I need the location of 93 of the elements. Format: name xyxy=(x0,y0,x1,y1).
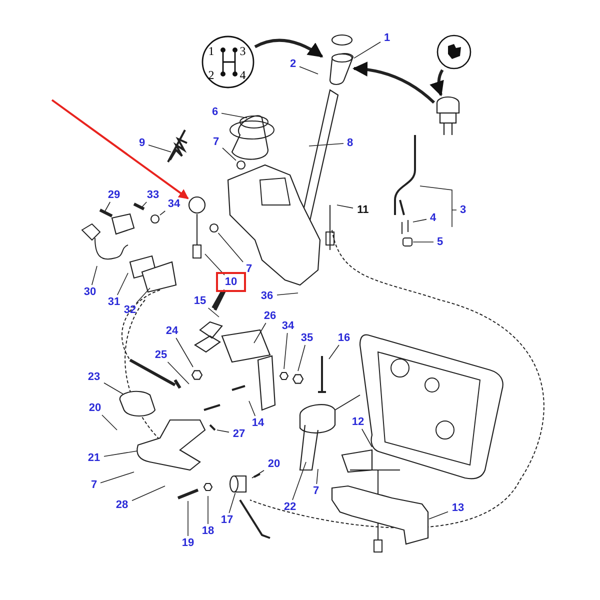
ball-joint xyxy=(188,196,206,214)
callout-number: 34 xyxy=(164,197,184,211)
callout-number: 2 xyxy=(286,57,300,71)
gear-pattern-symbol xyxy=(201,35,255,89)
callout-number: 17 xyxy=(217,513,237,527)
leader-line xyxy=(104,202,110,214)
leader-line xyxy=(354,42,381,59)
callout-number: 14 xyxy=(248,416,268,430)
leader-line xyxy=(132,486,166,501)
callout-number: 28 xyxy=(112,498,132,512)
leader-line xyxy=(102,414,118,430)
leader-line xyxy=(276,292,298,296)
callout-number: 25 xyxy=(151,348,171,362)
switch-symbol xyxy=(436,34,472,70)
callout-number: 24 xyxy=(162,324,182,338)
callout-number: 21 xyxy=(84,451,104,465)
leader-line xyxy=(104,450,138,457)
sleeve xyxy=(229,475,247,493)
callout-number: 6 xyxy=(208,105,222,119)
leader-line xyxy=(308,143,344,146)
callout-number: 5 xyxy=(434,235,446,249)
leader-line xyxy=(221,112,248,118)
callout-number: 36 xyxy=(257,289,277,303)
arrow xyxy=(254,38,324,58)
leader-line xyxy=(148,144,172,152)
callout-number: 34 xyxy=(278,319,298,333)
callout-number: 10 xyxy=(216,272,246,292)
leader-line xyxy=(222,148,236,161)
leader-line xyxy=(328,344,340,360)
callout-number: 22 xyxy=(280,500,300,514)
leader-line xyxy=(216,430,230,433)
gear-number: 4 xyxy=(240,68,246,81)
leader-line xyxy=(336,204,354,208)
leader-line xyxy=(136,288,150,304)
nut xyxy=(236,160,246,170)
callout-number: 33 xyxy=(143,188,163,202)
callout-number: 7 xyxy=(310,484,322,498)
callout-number: 4 xyxy=(426,211,440,225)
arrow xyxy=(430,69,444,96)
leader-line xyxy=(292,462,306,500)
leader-line xyxy=(412,218,427,222)
callout-number: 27 xyxy=(229,427,249,441)
callout-number: 7 xyxy=(88,478,100,492)
leader-line xyxy=(104,382,124,394)
leader-line xyxy=(100,472,134,484)
leader-line xyxy=(91,266,98,286)
callout-number: 20 xyxy=(85,401,105,415)
gear-number: 2 xyxy=(208,68,214,81)
leader-line xyxy=(254,322,266,344)
callout-number: 8 xyxy=(344,136,356,150)
gear-number: 1 xyxy=(208,45,214,58)
callout-number: 23 xyxy=(84,370,104,384)
leader-line xyxy=(284,332,288,370)
leader-line xyxy=(167,362,190,384)
leader-line xyxy=(142,202,147,208)
callout-number: 30 xyxy=(80,285,100,299)
leader-line xyxy=(204,254,225,276)
arrow xyxy=(51,99,189,200)
callout-number: 9 xyxy=(136,136,148,150)
callout-number: 7 xyxy=(210,135,222,149)
leader-line xyxy=(252,470,264,478)
leader-line xyxy=(428,511,448,520)
arrow xyxy=(352,62,435,104)
leader-line xyxy=(208,308,220,318)
leader-line xyxy=(160,210,166,216)
callout-number: 16 xyxy=(334,331,354,345)
callout-number: 1 xyxy=(380,31,394,45)
leader-line xyxy=(116,272,128,296)
leader-line xyxy=(420,186,457,228)
nut xyxy=(209,223,219,233)
leader-line xyxy=(176,338,194,368)
callout-number: 35 xyxy=(297,331,317,345)
callout-number: 29 xyxy=(104,188,124,202)
callout-number: 26 xyxy=(260,309,280,323)
leader-line xyxy=(299,66,318,74)
callout-number: 3 xyxy=(456,203,470,217)
callout-number: 20 xyxy=(264,457,284,471)
leader-line xyxy=(248,400,256,416)
callout-number: 18 xyxy=(198,524,218,538)
gear-number: 3 xyxy=(240,45,246,58)
leader-line xyxy=(298,344,306,372)
leader-line xyxy=(228,492,236,514)
leader-line xyxy=(362,428,372,448)
callout-number: 12 xyxy=(348,415,368,429)
washer xyxy=(150,214,160,224)
callout-number: 11 xyxy=(353,203,373,217)
leader-line xyxy=(316,468,318,484)
push-button-switch-drawing xyxy=(434,95,462,137)
callout-number: 15 xyxy=(190,294,210,308)
connector-block xyxy=(402,237,413,247)
callout-number: 13 xyxy=(448,501,468,515)
callout-number: 19 xyxy=(178,536,198,550)
leader-line xyxy=(218,232,244,262)
